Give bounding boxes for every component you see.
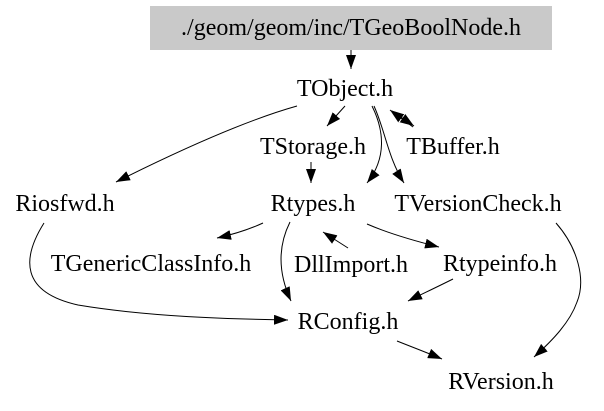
- edge-rtypes-to-rconfig: [280, 221, 292, 302]
- graph-node-root: ./geom/geom/inc/TGeoBoolNode.h: [150, 6, 552, 50]
- graph-node-tversioncheck[interactable]: TVersionCheck.h: [394, 190, 562, 217]
- graph-node-tbuffer[interactable]: TBuffer.h: [406, 133, 500, 160]
- graph-node-tgenericclassinfo[interactable]: TGenericClassInfo.h: [50, 250, 252, 277]
- edge-tobject-to-tbuffer: [391, 110, 415, 127]
- graph-node-tobject[interactable]: TObject.h: [296, 75, 394, 102]
- edge-rconfig-to-rversion: [396, 340, 443, 360]
- graph-node-rversion[interactable]: RVersion.h: [448, 368, 554, 395]
- graph-node-tstorage[interactable]: TStorage.h: [260, 133, 366, 160]
- edge-tobject-to-riosfwd: [115, 105, 298, 183]
- edge-dllimport-to-rtypes: [322, 231, 349, 249]
- graph-node-riosfwd[interactable]: Riosfwd.h: [15, 190, 115, 217]
- edge-tversioncheck-to-rversion: [533, 222, 582, 358]
- edge-tbuffer-to-tobject: [389, 109, 414, 128]
- edge-rtypes-to-rtypeinfo: [366, 223, 440, 249]
- edge-rtypes-to-tgenericclassinfo: [216, 222, 264, 240]
- graph-node-dllimport[interactable]: DllImport.h: [294, 251, 408, 278]
- edge-rtypeinfo-to-rconfig: [407, 278, 454, 302]
- edge-riosfwd-to-rconfig: [29, 222, 289, 325]
- edge-tobject-to-tversioncheck: [373, 105, 405, 184]
- edge-tobject-to-tstorage: [326, 105, 346, 127]
- edge-tobject-to-rtypes: [366, 105, 382, 184]
- graph-node-rconfig[interactable]: RConfig.h: [297, 308, 399, 335]
- graph-node-rtypeinfo[interactable]: Rtypeinfo.h: [443, 250, 557, 277]
- graph-node-rtypes[interactable]: Rtypes.h: [270, 190, 356, 217]
